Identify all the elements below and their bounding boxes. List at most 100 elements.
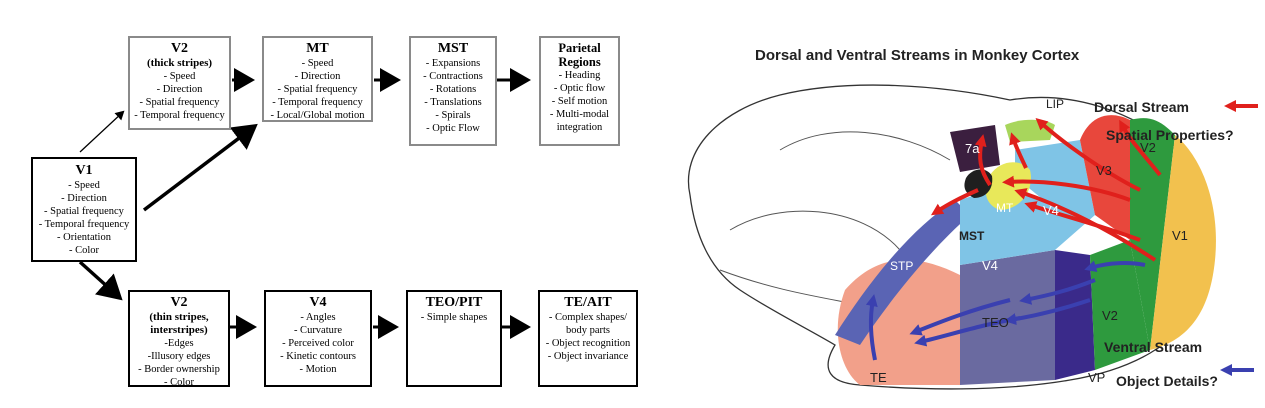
v4-title: V4 [309,295,327,310]
region-v3 [1080,115,1130,240]
region-7a [950,125,1000,172]
dorsal-arrows [930,117,1162,262]
dorsal-arrow [1024,201,1141,242]
mst-property: - Rotations [429,84,477,95]
v4-property: - Angles [300,312,336,323]
dorsal-arrow [1035,117,1141,192]
teo-box: TEO/PIT - Simple shapes [406,290,502,387]
ventral-arrows [865,260,1146,361]
v2-thin-property: - Border ownership [138,364,220,375]
v1-property: - Direction [61,193,107,204]
v2-thin-title: V2 [170,295,188,310]
v2-thick-property: - Speed [163,71,196,82]
v2-thick-title: V2 [170,41,189,56]
ventral-legend-title: Ventral Stream [1104,339,1202,355]
v4-property: - Motion [299,364,337,375]
label-v4-lower: V4 [982,258,998,273]
te-property: body parts [565,325,611,336]
ventral-arrow [1019,278,1096,305]
visual-pathway-flowchart: V1 - Speed - Direction - Spatial frequen… [31,36,638,388]
mt-box: MT - Speed - Direction - Spatial frequen… [262,36,373,122]
flowchart-arrows [78,68,531,339]
te-property: - Object recognition [545,338,631,349]
dorsal-arrow [1014,188,1157,262]
mt-property: - Local/Global motion [270,110,365,121]
v1-title: V1 [75,163,93,178]
arrow-v1-to-v2-thin [78,260,123,301]
mst-property: - Contractions [423,71,483,82]
ventral-arrow [1084,260,1146,273]
dorsal-arrow [974,134,992,187]
label-mst: MST [959,229,985,243]
parietal-property: - Heading [558,70,601,81]
label-v3: V3 [1096,163,1112,178]
label-stp: STP [890,259,913,273]
v1-property: - Orientation [57,232,111,243]
v4-property: - Perceived color [282,338,354,349]
v4-property: - Curvature [293,325,343,336]
v1-property: - Color [68,245,100,256]
mst-property: - Optic Flow [426,123,480,134]
mt-property: - Temporal frequency [272,97,363,108]
mst-property: - Expansions [425,58,481,69]
v2-thin-property: - Color [163,377,195,388]
arrow-v1-to-v2-thick [79,110,125,153]
v4-box: V4 - Angles - Curvature - Perceived colo… [264,290,372,387]
mt-property: - Spatial frequency [277,84,358,95]
parietal-title: Parietal Regions [558,41,601,69]
dorsal-legend-title: Dorsal Stream [1094,99,1189,115]
region-v1 [1150,135,1216,350]
v1-box: V1 - Speed - Direction - Spatial frequen… [31,157,137,262]
dorsal-arrow [1009,132,1028,169]
region-v2-top [1130,118,1175,350]
region-stp [835,200,970,345]
region-vp [1055,250,1095,380]
v2-thick-property: - Temporal frequency [134,110,225,121]
v2-thick-box: V2 (thick stripes) - Speed - Direction -… [128,36,231,130]
v1-property: - Spatial frequency [44,206,124,217]
monkey-cortex-figure: Dorsal and Ventral Streams in Monkey Cor… [687,47,1258,390]
v2-thick-property: - Spatial frequency [139,97,220,108]
label-teo: TEO [982,315,1009,330]
v2-thick-property: - Direction [156,84,203,95]
parietal-property: - Self motion [551,96,608,107]
v2-thin-property: -Edges [164,338,194,349]
dorsal-arrow [1119,119,1162,177]
region-v4-upper [1015,140,1095,250]
label-lip: LIP [1046,97,1064,111]
label-v4-upper: V4 [1043,203,1059,218]
mst-property: - Translations [424,97,482,108]
label-v1: V1 [1172,228,1188,243]
brain-title: Dorsal and Ventral Streams in Monkey Cor… [755,47,1080,64]
te-property: - Complex shapes/ [548,312,628,323]
ventral-arrow [914,316,1021,347]
label-te: TE [870,370,887,385]
label-vp: VP [1088,370,1105,385]
ventral-arrow [909,298,1011,336]
sulcus-line [729,210,901,251]
mst-box: MST - Expansions - Contractions - Rotati… [409,36,497,146]
mt-property: - Speed [301,58,334,69]
parietal-property: integration [556,122,603,133]
mt-title: MT [306,41,329,56]
parietal-box: Parietal Regions - Heading - Optic flow … [539,36,620,146]
sulcus-line [779,131,951,161]
v2-thin-subtitle: (thin stripes, interstripes) [149,311,209,336]
label-mt: MT [996,201,1014,215]
mst-title: MST [437,41,469,56]
v4-property: - Kinetic contours [280,351,356,362]
v1-property: - Speed [68,180,100,191]
dorsal-legend-subtitle: Spatial Properties? [1106,127,1234,143]
v2-thin-property: -Illusory edges [147,351,211,362]
parietal-property: - Optic flow [553,83,606,94]
te-property: - Object invariance [547,351,629,362]
te-box: TE/AIT - Complex shapes/ body parts - Ob… [538,290,638,387]
mst-property: - Spirals [435,110,471,121]
ventral-arrow [865,294,878,361]
arrow-v1-to-mt [142,123,258,212]
te-title: TE/AIT [564,295,612,310]
dorsal-arrow [1002,175,1131,202]
v2-thin-box: V2 (thin stripes, interstripes) -Edges -… [128,290,230,388]
v2-thick-subtitle: (thick stripes) [146,57,213,69]
dorsal-arrow [930,188,979,216]
